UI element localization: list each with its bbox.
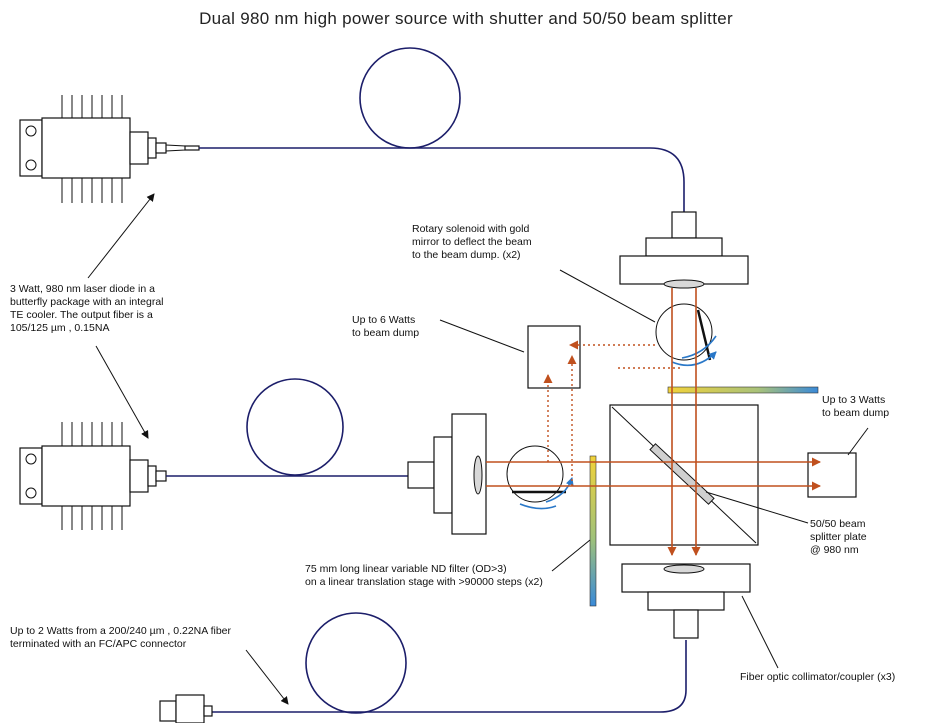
- collimator-bottom: [621, 563, 751, 639]
- rotary-solenoid-left: [506, 445, 574, 510]
- fiber-3-coil: [305, 612, 407, 714]
- fiber-1-coil: [359, 47, 461, 149]
- beam-dump-left: [527, 325, 581, 389]
- leader-lines: [87, 193, 869, 705]
- rotary-solenoid-top: [655, 303, 717, 367]
- nd-filter-vertical: [589, 455, 597, 607]
- label-beam-dump-3w: Up to 3 Watts to beam dump: [822, 394, 889, 419]
- beam-splitter-cube: [609, 404, 759, 546]
- label-nd-filter: 75 mm long linear variable ND filter (OD…: [305, 563, 543, 588]
- diagram-title: Dual 980 nm high power source with shutt…: [199, 9, 733, 28]
- beam-dump-right: [807, 452, 857, 498]
- label-laser-diode: 3 Watt, 980 nm laser diode in a butterfl…: [10, 283, 166, 334]
- label-rotary-solenoid: Rotary solenoid with gold mirror to defl…: [412, 223, 535, 261]
- beam-splitter-plate: [649, 443, 715, 505]
- label-beam-splitter: 50/50 beam splitter plate @ 980 nm: [810, 518, 870, 556]
- fc-apc-connector: [159, 694, 213, 723]
- laser-beams: [486, 288, 821, 556]
- collimator-left: [407, 413, 487, 535]
- fiber-2-coil: [246, 378, 344, 476]
- label-collimator: Fiber optic collimator/coupler (x3): [740, 671, 895, 683]
- fiber-1: [199, 147, 685, 212]
- fiber-3: [210, 640, 687, 713]
- collimator-top: [619, 211, 749, 289]
- label-output-fiber: Up to 2 Watts from a 200/240 µm , 0.22NA…: [10, 625, 234, 650]
- laser-diode-2: [19, 422, 167, 530]
- label-beam-dump-6w: Up to 6 Watts to beam dump: [352, 314, 419, 339]
- laser-diode-1: [19, 95, 200, 203]
- nd-filter-horizontal: [667, 386, 819, 394]
